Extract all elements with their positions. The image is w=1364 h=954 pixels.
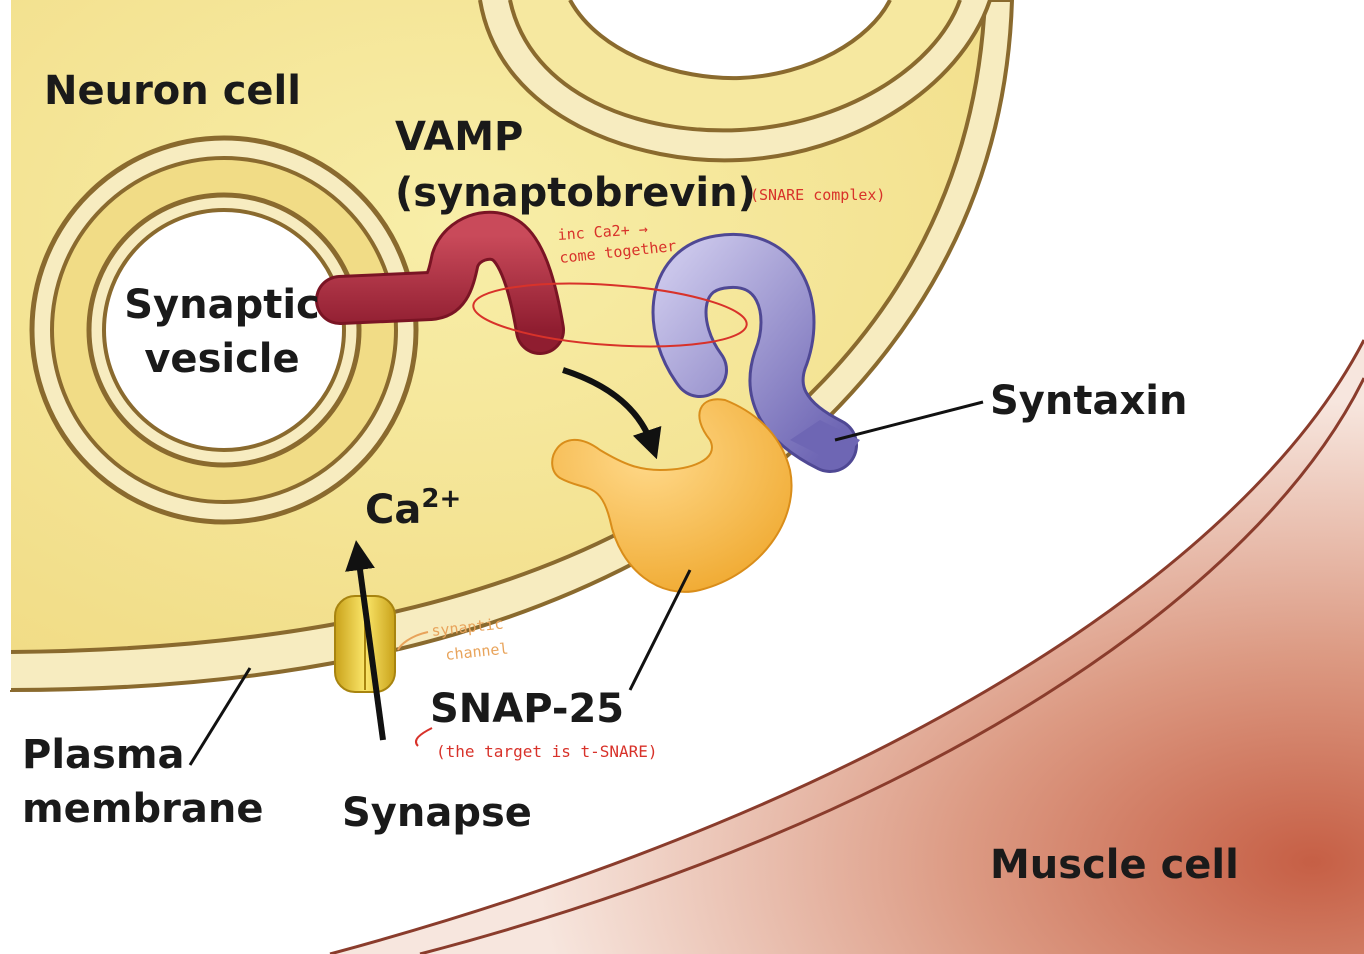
synapse-label: Synapse [342,790,532,836]
muscle-cell [329,339,1364,954]
snap25-label: SNAP-25 [430,686,624,732]
organelle [478,0,992,163]
snare-complex-circle [472,282,748,348]
synaptic-vesicle-label-2: vesicle [144,336,299,382]
muscle-cell-label: Muscle cell [990,842,1239,888]
binding-arrow [562,367,662,460]
snap25-leader [628,569,692,691]
channel-note-pointer [397,631,429,651]
plasma-membrane-label-1: Plasma [22,732,185,778]
synaptic-vesicle [29,135,419,525]
synaptic-channel-note-2: channel [445,639,510,664]
plasma-membrane-leader [188,667,252,766]
neuron-cell-label: Neuron cell [44,68,301,114]
vamp-label: VAMP [395,114,523,160]
synaptobrevin-label: (synaptobrevin) [395,170,756,216]
target-note-pointer [414,727,433,747]
ca-influx-arrow [345,540,386,741]
calcium-charge: 2+ [421,484,461,514]
calcium-symbol: Ca [365,487,421,533]
target-snare-note: (the target is t-SNARE) [436,742,658,761]
calcium-label: Ca2+ [365,484,461,533]
plasma-membrane-label-2: membrane [22,786,263,832]
snare-complex-note: (SNARE complex) [750,186,885,204]
syntaxin-protein [651,232,860,473]
syntaxin-leader [834,400,984,442]
leader-lines [188,400,984,766]
syntaxin-label: Syntaxin [990,378,1187,424]
synaptic-vesicle-label-1: Synaptic [124,282,320,328]
snap25-protein [551,398,793,593]
